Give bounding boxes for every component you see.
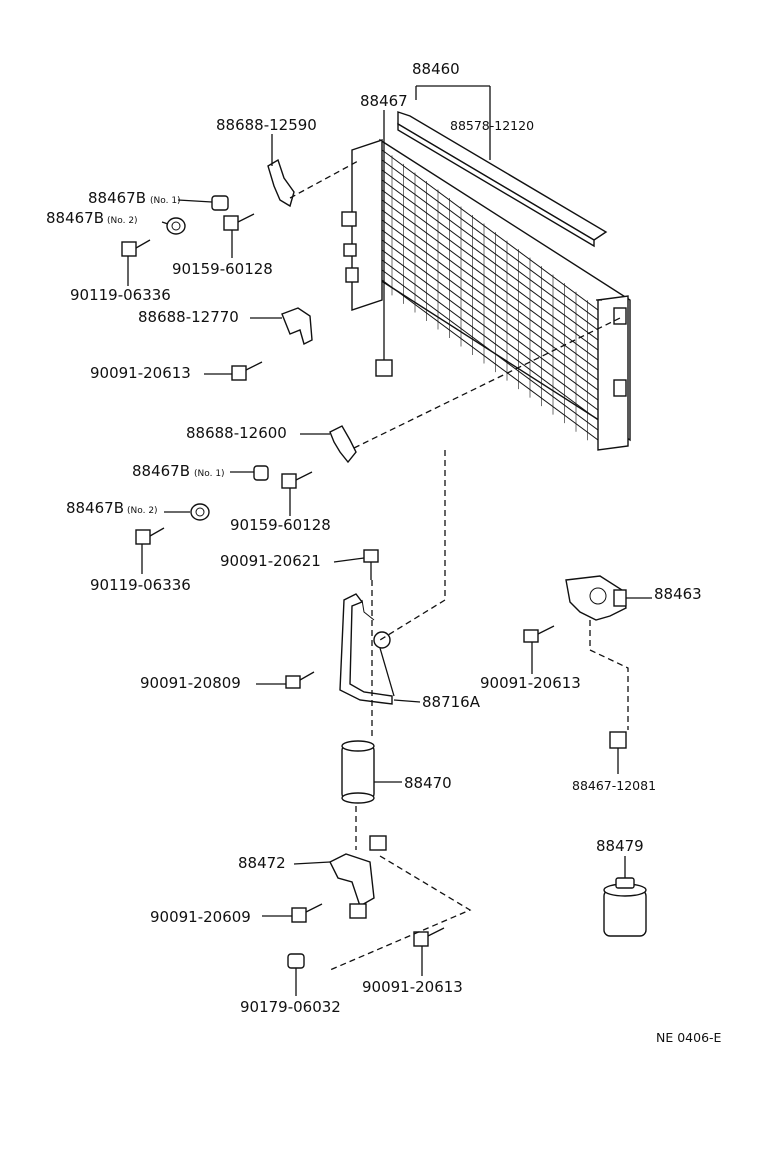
cushion-upper-no1 [211, 195, 229, 211]
condenser-tube [381, 259, 599, 421]
bolt-pipe-top [363, 549, 379, 580]
bracket-88688-12770 [281, 307, 313, 346]
label-88467b-upper-no2: 88467B [46, 209, 104, 227]
label-88467b-upper-no2-sub: (No. 2) [107, 216, 138, 226]
leader-lines [127, 85, 652, 996]
receiver-88470 [341, 740, 375, 804]
label-88578-12120: 88578-12120 [450, 118, 534, 133]
condenser-tube [381, 219, 599, 381]
label-88467b-upper-no1-sub: (No. 1) [150, 196, 181, 206]
condenser-tube [381, 229, 599, 391]
condenser-tube [381, 199, 599, 361]
cushion-upper-no2 [166, 217, 186, 235]
condenser-tube [381, 269, 599, 431]
condenser-tube [381, 159, 599, 321]
bolt-receiver-b [413, 927, 445, 947]
label-88467b-upper-no1: 88467B [88, 189, 146, 207]
label-88467: 88467 [360, 92, 408, 110]
assembly-lines [289, 159, 629, 971]
bolt-switch [523, 625, 555, 643]
label-90159-60128-lower: 90159-60128 [230, 516, 331, 534]
condenser-tube [381, 149, 599, 311]
label-90119-06336-lower: 90119-06336 [90, 576, 191, 594]
bolt-upper-b [121, 239, 151, 257]
condenser [341, 111, 631, 451]
bolt-receiver-a [291, 903, 323, 923]
condenser-tube [381, 239, 599, 401]
label-88479: 88479 [596, 837, 644, 855]
condenser-tube [381, 209, 599, 371]
label-88688-12590: 88688-12590 [216, 116, 317, 134]
pipe-88716a [339, 593, 395, 705]
condenser-tube [381, 249, 599, 411]
label-90091-20621: 90091-20621 [220, 552, 321, 570]
label-90179-06032: 90179-06032 [240, 998, 341, 1016]
label-88470: 88470 [404, 774, 452, 792]
nut-receiver [287, 953, 305, 969]
label-90119-06336-upper: 90119-06336 [70, 286, 171, 304]
label-88472: 88472 [238, 854, 286, 872]
bolt-pipe-side [285, 671, 315, 689]
label-90159-60128-upper: 90159-60128 [172, 260, 273, 278]
label-88688-12770: 88688-12770 [138, 308, 239, 326]
cushion-lower-no1 [253, 465, 269, 481]
label-88467-12081: 88467-12081 [572, 778, 656, 793]
dryer-88479 [603, 877, 647, 937]
bolt-upper-a [223, 213, 255, 231]
label-88467b-lower-no2-sub: (No. 2) [127, 506, 158, 516]
label-88467b-lower-no2: 88467B [66, 499, 124, 517]
bracket-88472 [329, 835, 387, 919]
label-88460: 88460 [412, 60, 460, 78]
label-88467b-lower-no1-sub: (No. 1) [194, 469, 225, 479]
label-90091-20809: 90091-20809 [140, 674, 241, 692]
label-90091-20613-receiver: 90091-20613 [362, 978, 463, 996]
label-90091-20613-switch: 90091-20613 [480, 674, 581, 692]
label-90091-20613-mid: 90091-20613 [90, 364, 191, 382]
part-labels: 88460 88467 88578-12120 88688-12590 8846… [46, 60, 722, 1045]
condenser-tube [381, 179, 599, 341]
condenser-tube [381, 189, 599, 351]
label-88463: 88463 [654, 585, 702, 603]
cushion-lower-no2 [190, 503, 210, 521]
label-90091-20609: 90091-20609 [150, 908, 251, 926]
bolt-lower-a [281, 471, 313, 489]
bolt-lower-b [135, 527, 165, 545]
condenser-tube [381, 279, 599, 441]
pressure-switch-88463 [565, 575, 627, 621]
bolt-mid [231, 361, 263, 381]
label-88467b-lower-no1: 88467B [132, 462, 190, 480]
label-88716a: 88716A [422, 693, 481, 711]
condenser-tube [381, 169, 599, 331]
label-88688-12600: 88688-12600 [186, 424, 287, 442]
bracket-88688-12600 [329, 425, 357, 464]
clip-88467-12081 [609, 731, 627, 749]
figure-code: NE 0406-E [656, 1030, 722, 1045]
bracket-88688-12590 [267, 158, 295, 208]
